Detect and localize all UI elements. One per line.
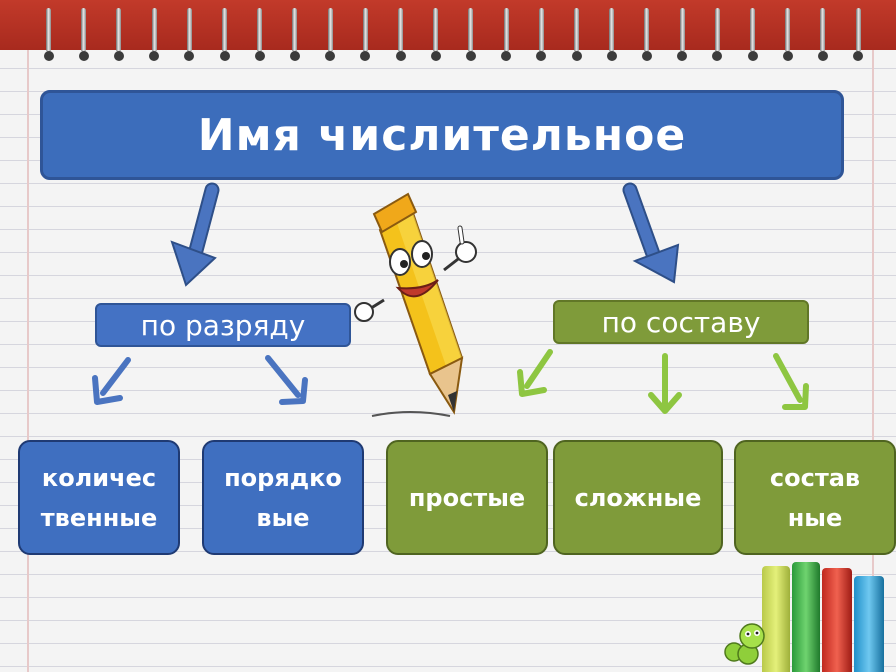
arrow-composition-to-complex	[648, 353, 682, 414]
binding-ring	[222, 8, 227, 52]
binding-hole	[254, 51, 265, 61]
binding-ring	[46, 8, 51, 52]
arrow-title-to-composition	[622, 182, 680, 284]
binding-hole	[853, 51, 864, 61]
binding-ring	[362, 8, 368, 52]
binding-hole	[113, 51, 124, 61]
binding-hole	[817, 51, 828, 61]
binding-ring	[468, 8, 474, 52]
pencil-mascot-icon	[354, 192, 477, 417]
category-complex-label: сложные	[574, 483, 702, 512]
category-simple: простые	[386, 440, 548, 555]
category-compound: состав ные	[734, 440, 896, 555]
binding-ring	[503, 8, 509, 52]
books-icon	[760, 560, 896, 672]
binding-hole	[677, 51, 688, 61]
category-compound-label: состав ные	[769, 463, 861, 532]
binding-hole	[360, 51, 371, 61]
binding-hole	[465, 51, 476, 61]
binding-hole	[325, 51, 336, 61]
binding-ring	[116, 8, 122, 52]
category-cardinal-label: количес твенные	[40, 463, 158, 532]
binding-ring	[292, 8, 298, 52]
branch-label-composition: по составу	[553, 300, 809, 344]
binding-ring	[186, 8, 192, 52]
binding-ring	[574, 8, 579, 52]
margin-line-right	[872, 0, 874, 672]
binding-ring	[609, 8, 615, 52]
binding-hole	[395, 51, 406, 61]
arrow-title-to-rank	[170, 182, 220, 287]
arrow-rank-to-cardinal	[92, 357, 131, 405]
binding-hole	[430, 51, 441, 61]
binding-ring	[151, 8, 157, 52]
binding-ring	[327, 8, 333, 52]
category-complex: сложные	[553, 440, 723, 555]
binding-ring	[820, 8, 826, 52]
binding-ring	[855, 8, 861, 52]
binding-hole	[219, 51, 230, 61]
arrow-rank-to-ordinal	[265, 355, 308, 405]
book-green	[792, 562, 820, 672]
binding-hole	[641, 51, 652, 61]
book-blue	[854, 576, 884, 672]
binding-ring	[644, 8, 650, 52]
book-yellow-green	[762, 566, 790, 672]
binding-hole	[782, 51, 793, 61]
binding-ring	[398, 8, 403, 52]
arrow-composition-to-simple	[517, 349, 553, 397]
binding-hole	[747, 51, 758, 61]
binding-ring	[714, 8, 720, 52]
margin-line-left	[27, 0, 29, 672]
binding-ring	[81, 8, 87, 52]
binding-hole	[149, 51, 160, 61]
binding-ring	[433, 8, 439, 52]
binding-hole	[78, 51, 89, 61]
book-red	[822, 568, 852, 672]
binding-ring	[785, 8, 791, 52]
worm-icon	[724, 623, 765, 665]
binding-ring	[257, 8, 263, 52]
category-cardinal: количес твенные	[18, 440, 180, 555]
binding-ring	[538, 8, 544, 52]
binding-hole	[184, 51, 195, 61]
category-simple-label: простые	[408, 483, 526, 512]
category-ordinal: порядко вые	[202, 440, 364, 555]
binding-hole	[712, 51, 723, 61]
branch-label-rank: по разряду	[95, 303, 351, 347]
binding-hole	[536, 51, 547, 61]
binding-ring	[679, 8, 685, 52]
binding-hole	[289, 51, 300, 61]
diagram-title: Имя числительное	[40, 90, 844, 180]
binding-hole	[501, 51, 512, 61]
binding-ring	[750, 8, 755, 52]
binding-hole	[606, 51, 617, 61]
binding-hole	[571, 51, 582, 61]
arrow-composition-to-compound	[773, 353, 809, 410]
category-ordinal-label: порядко вые	[224, 463, 342, 532]
top-band	[0, 0, 896, 50]
binding-hole	[43, 51, 54, 61]
